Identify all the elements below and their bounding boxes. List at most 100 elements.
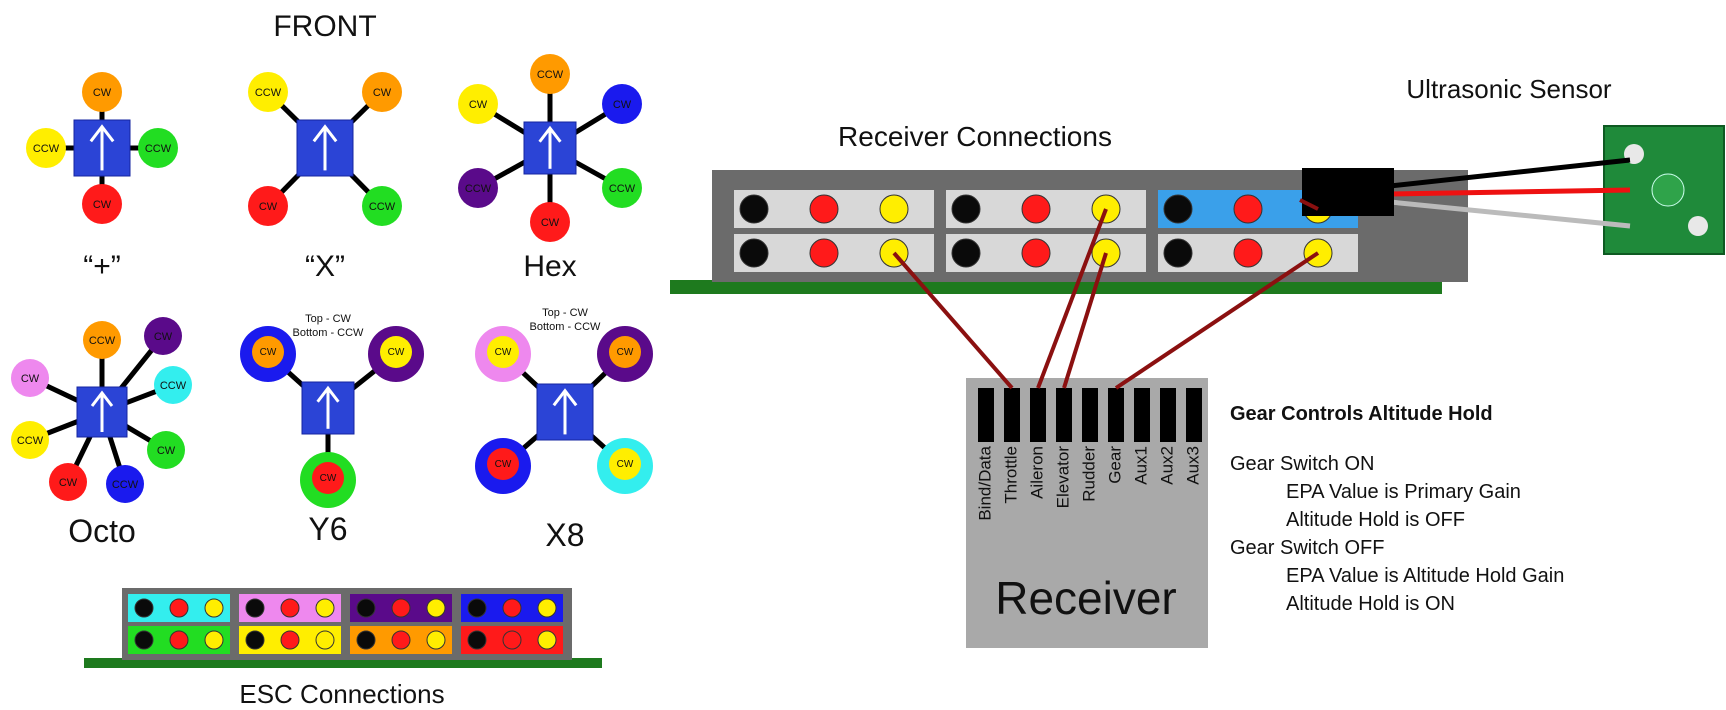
receiver-channel-label: Aux2 [1157, 446, 1176, 485]
servo-pin [1233, 194, 1263, 224]
servo-pin [739, 238, 769, 268]
legend-line: EPA Value is Primary Gain [1286, 481, 1521, 503]
frame-label-octo: Octo [68, 513, 136, 549]
servo-pin [951, 194, 981, 224]
frame-label-hex: Hex [523, 250, 576, 283]
motor [11, 421, 49, 459]
top-motor [609, 448, 641, 480]
frame-note-bottom: Bottom - CCW [293, 327, 365, 339]
legend-heading: Gear Controls Altitude Hold [1230, 403, 1493, 425]
top-motor [487, 336, 519, 368]
motor-direction-label: CW [93, 199, 112, 211]
esc-connections-label: ESC Connections [239, 679, 444, 709]
motor-direction-label: CCW [145, 143, 172, 155]
altitude-hold-legend: Gear Controls Altitude Hold Gear Switch … [1230, 400, 1690, 618]
motor-direction-label: CW [59, 477, 78, 489]
motor-direction-label: CW [617, 459, 634, 470]
motor [530, 202, 570, 242]
sensor-wire-white [1389, 199, 1631, 229]
motor [106, 465, 144, 503]
motor-direction-label: CCW [89, 335, 116, 347]
receiver-channel-pin [1056, 388, 1072, 442]
esc-board [84, 658, 602, 668]
top-motor [487, 448, 519, 480]
motor [362, 186, 402, 226]
signal-wire [892, 251, 1014, 390]
esc-pin [134, 630, 154, 650]
esc-pin [502, 630, 522, 650]
legend-line: Altitude Hold is OFF [1286, 509, 1465, 531]
esc-pin [315, 598, 335, 618]
sensor-wire-red [1389, 187, 1631, 197]
esc-pin [537, 598, 557, 618]
servo-pin [879, 194, 909, 224]
esc-pin [280, 630, 300, 650]
signal-wire [1062, 252, 1108, 389]
legend-line: Gear Switch OFF [1230, 537, 1385, 559]
servo-pin [739, 194, 769, 224]
motor [530, 54, 570, 94]
receiver-channel-pin [978, 388, 994, 442]
motor-direction-label: CCW [112, 479, 139, 491]
legend-line: Altitude Hold is ON [1286, 593, 1455, 615]
motor-direction-label: CW [469, 99, 488, 111]
esc-pin [169, 630, 189, 650]
motor-direction-label: CW [259, 201, 278, 213]
motor-direction-label: CW [93, 87, 112, 99]
receiver-channel-pin [1160, 388, 1176, 442]
esc-pin [356, 630, 376, 650]
receiver-channel-label: Aux1 [1131, 446, 1150, 485]
esc-pin [426, 598, 446, 618]
top-motor [252, 336, 284, 368]
motor [82, 72, 122, 112]
receiver-channel-label: Aux3 [1183, 446, 1202, 485]
frame-label-y6: Y6 [308, 511, 347, 547]
signal-wire [1299, 198, 1319, 211]
motor [154, 366, 192, 404]
esc-pin [537, 630, 557, 650]
motor-direction-label: CCW [255, 87, 282, 99]
servo-pin [1163, 238, 1193, 268]
motor [26, 128, 66, 168]
frame-note-top: Top - CW [542, 307, 588, 319]
motor [458, 84, 498, 124]
arrow-icon [90, 390, 114, 432]
motor [49, 463, 87, 501]
frame-note-top: Top - CW [305, 313, 351, 325]
receiver-channel-pin [1004, 388, 1020, 442]
motor-direction-label: CW [388, 347, 405, 358]
esc-pin [204, 630, 224, 650]
motor-direction-label: CCW [609, 183, 636, 195]
motor [147, 431, 185, 469]
receiver-connections-label: Receiver Connections [838, 121, 1112, 152]
motor-direction-label: CW [157, 445, 176, 457]
servo-pin [809, 238, 839, 268]
esc-pin [245, 598, 265, 618]
esc-pin [502, 598, 522, 618]
motor-direction-label: CCW [537, 69, 564, 81]
frame-label-x8: X8 [545, 517, 584, 553]
receiver-channel-pin [1134, 388, 1150, 442]
signal-wire [1114, 251, 1320, 390]
motor-direction-label: CW [373, 87, 392, 99]
receiver-label: Receiver [995, 572, 1177, 624]
motor-direction-label: CCW [17, 435, 44, 447]
receiver-board [670, 280, 1442, 294]
ultrasonic-sensor-label: Ultrasonic Sensor [1406, 74, 1612, 104]
motor-direction-label: CCW [33, 143, 60, 155]
arrow-icon [316, 385, 340, 429]
esc-pin [426, 630, 446, 650]
motor-direction-label: CW [320, 473, 337, 484]
arrow-icon [552, 388, 578, 435]
motor-direction-label: CW [154, 331, 173, 343]
motor-direction-label: CW [495, 459, 512, 470]
receiver-channel-pin [1030, 388, 1046, 442]
servo-pin [951, 238, 981, 268]
servo-pin [1163, 194, 1193, 224]
servo-pin [1021, 194, 1051, 224]
receiver-channel-pin [1186, 388, 1202, 442]
motor [82, 184, 122, 224]
servo-pin [1021, 238, 1051, 268]
receiver-channel-label: Bind/Data [975, 445, 994, 520]
